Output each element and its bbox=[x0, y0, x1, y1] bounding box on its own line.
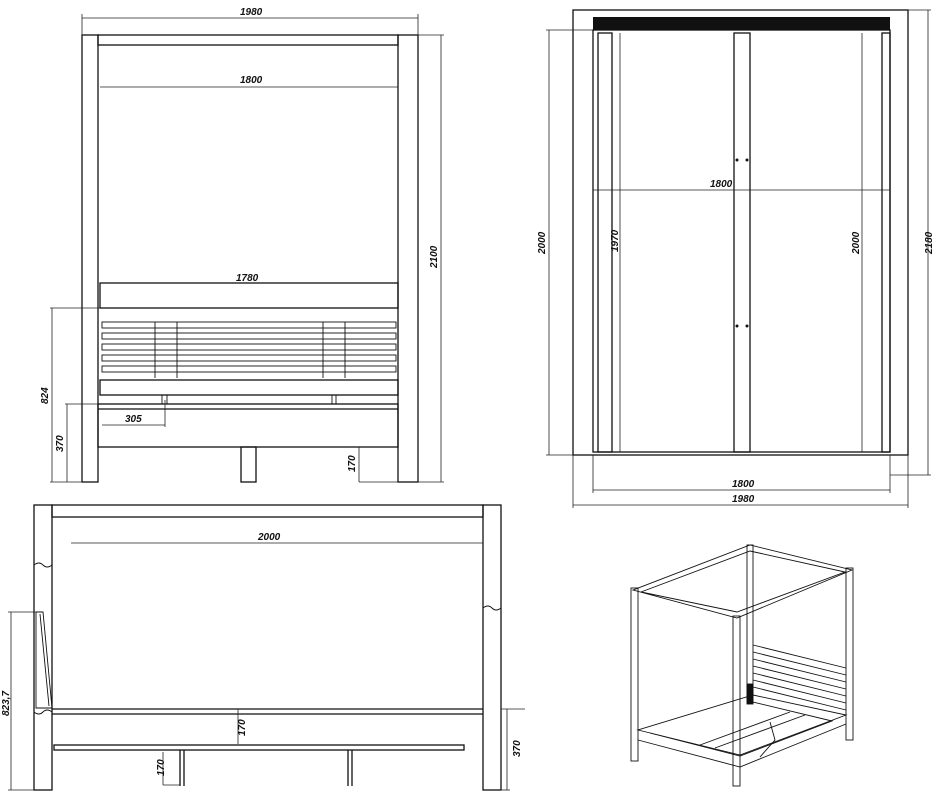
dim-length-overall: 2180 bbox=[924, 231, 935, 255]
dim-frame-height: 370 bbox=[55, 435, 66, 452]
left-side-rail bbox=[597, 32, 613, 453]
head-post bbox=[33, 504, 53, 791]
dim-width-overall-bottom: 1980 bbox=[732, 494, 755, 505]
top-view: 1800 2000 1970 2000 2180 1800 1980 bbox=[537, 9, 935, 508]
headboard-top-board bbox=[99, 282, 399, 309]
center-leg bbox=[240, 446, 257, 483]
dim-length: 2000 bbox=[257, 532, 281, 543]
isometric-view bbox=[630, 544, 854, 787]
headboard-top bbox=[593, 17, 890, 30]
iso-headboard-slats bbox=[752, 644, 847, 711]
dim-frame-height: 370 bbox=[512, 740, 523, 757]
dim-length-left: 2000 bbox=[537, 231, 548, 255]
bed-frame-rail bbox=[97, 403, 399, 448]
right-side-rail bbox=[881, 32, 891, 453]
headboard-slats bbox=[101, 321, 397, 378]
dim-inner-length: 1970 bbox=[610, 229, 621, 252]
headboard-side bbox=[35, 611, 53, 709]
top-beam bbox=[51, 504, 484, 518]
outer-frame bbox=[572, 9, 909, 456]
dim-headboard-height: 824 bbox=[40, 387, 51, 404]
dim-width-inner: 1800 bbox=[240, 75, 263, 86]
foot-post bbox=[482, 504, 502, 791]
center-beam bbox=[733, 32, 751, 453]
dim-width-overall: 1980 bbox=[240, 7, 263, 18]
dim-headboard-height: 823,7 bbox=[1, 691, 12, 716]
side-view: 2000 823,7 170 170 370 bbox=[1, 504, 525, 791]
top-beam bbox=[97, 34, 399, 46]
dim-width-inner-bottom: 1800 bbox=[732, 479, 755, 490]
right-post bbox=[397, 34, 419, 483]
front-view: 1980 1800 1780 2100 824 370 305 170 bbox=[40, 7, 444, 483]
dim-height-overall: 2100 bbox=[429, 245, 440, 269]
dim-leg-offset: 305 bbox=[125, 414, 142, 425]
dim-leg-height: 170 bbox=[156, 759, 167, 776]
dim-length-right: 2000 bbox=[851, 231, 862, 255]
dim-inner-width: 1800 bbox=[710, 179, 733, 190]
dim-headboard-width: 1780 bbox=[236, 273, 259, 284]
headboard-bottom-board bbox=[99, 379, 399, 396]
slat-base bbox=[53, 744, 465, 751]
left-post bbox=[81, 34, 99, 483]
dim-rail-height: 170 bbox=[237, 719, 248, 736]
dim-leg-height: 170 bbox=[347, 455, 358, 472]
